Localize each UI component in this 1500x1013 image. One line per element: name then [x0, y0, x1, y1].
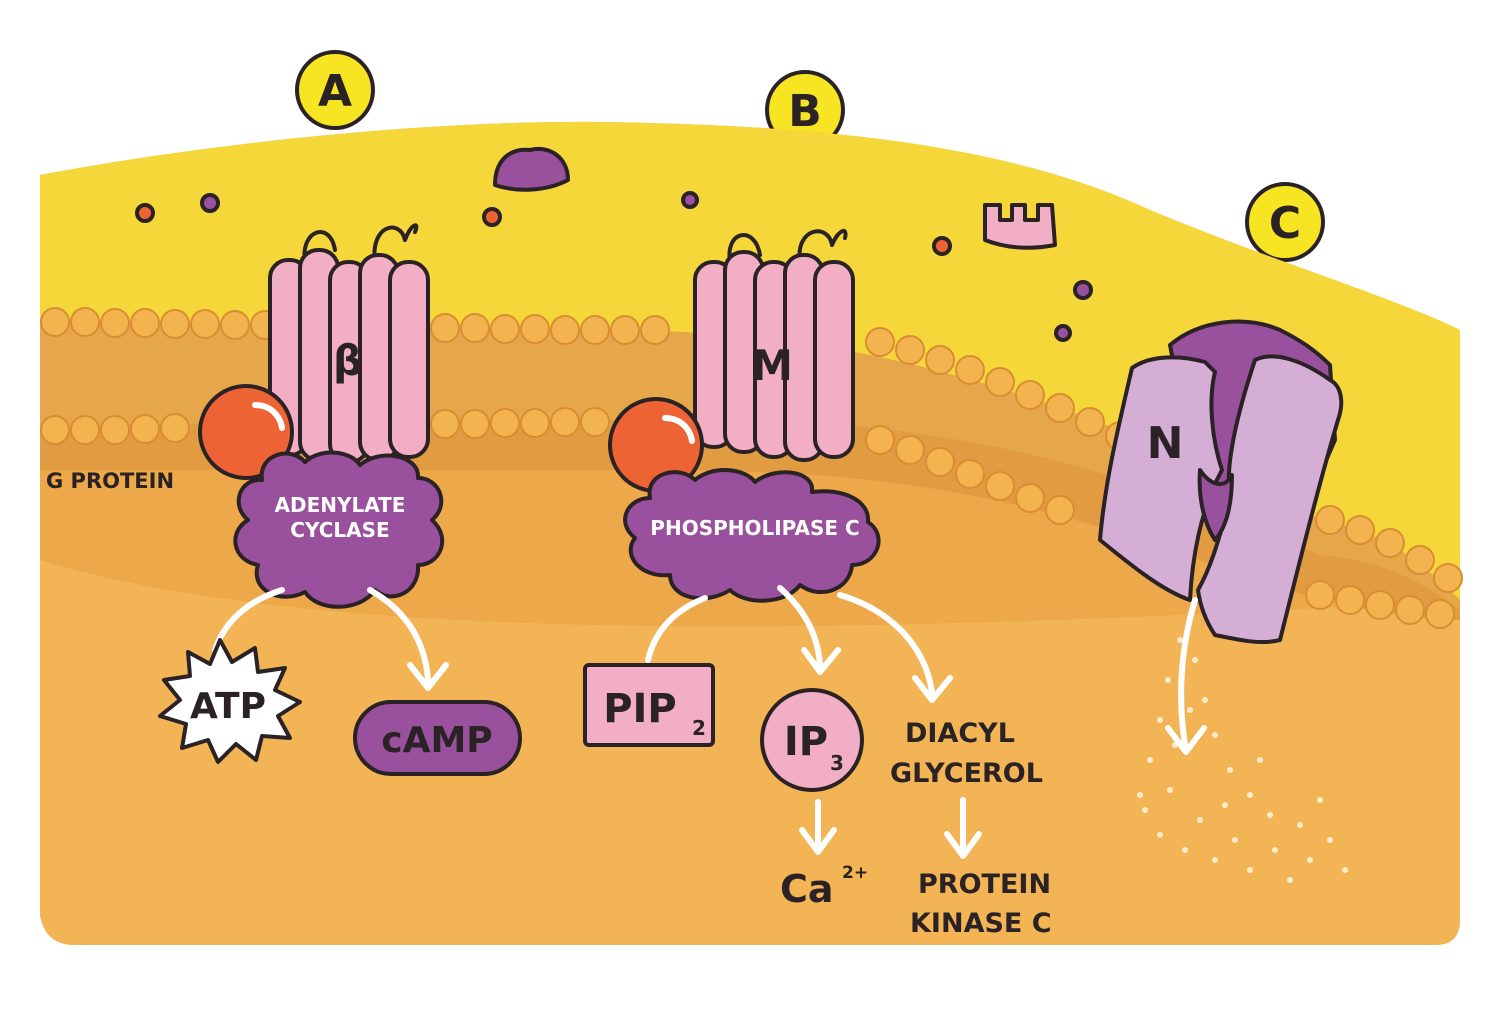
muscarinic-receptor: M — [693, 228, 855, 462]
ion-particles — [1137, 637, 1348, 883]
surface-protein-pink — [983, 203, 1057, 250]
atp-label: ATP — [190, 686, 266, 727]
panel-letter-a: A — [318, 66, 352, 117]
pip2-subscript: 2 — [692, 716, 706, 740]
adenylate-cyclase-label-2: CYCLASE — [290, 518, 389, 542]
adenylate-cyclase-label-1: ADENYLATE — [275, 493, 406, 517]
pkc-label-2: KINASE C — [910, 908, 1052, 939]
outer-membrane-layer — [40, 121, 1460, 600]
panel-badge-a: A — [295, 50, 375, 130]
ip3-subscript: 3 — [830, 751, 844, 775]
g-protein-a-highlight — [252, 402, 285, 431]
nicotinic-channel: N — [1098, 319, 1344, 645]
ion-flow-arrow — [1165, 597, 1207, 755]
panel-letter-b: B — [788, 86, 822, 137]
lipid-heads-lower — [40, 407, 1455, 629]
panel-letter-c: C — [1269, 198, 1301, 249]
g-protein-label: G PROTEIN — [46, 469, 174, 493]
g-protein-b-highlight — [662, 415, 695, 444]
ip3-label: IP — [784, 719, 828, 765]
cytoplasm-lower — [40, 560, 1460, 945]
atp-burst — [158, 638, 302, 764]
camp-label: cAMP — [381, 720, 492, 761]
n-symbol: N — [1147, 418, 1184, 469]
m-symbol: M — [751, 341, 793, 390]
camp-pill — [353, 700, 522, 776]
pip2-label: PIP — [603, 686, 677, 732]
phospholipase-c-label: PHOSPHOLIPASE C — [650, 516, 859, 540]
surface-protein-purple — [493, 146, 570, 192]
panel-badge-b: B — [765, 70, 845, 150]
arrows-panel-b-lower — [799, 797, 982, 859]
adenylate-cyclase — [233, 450, 445, 609]
beta-symbol: β — [333, 336, 363, 385]
pkc-label-1: PROTEIN — [918, 869, 1051, 900]
phospholipase-c — [623, 468, 881, 603]
panel-badge-c: C — [1245, 182, 1325, 262]
extracellular-molecules — [135, 191, 1093, 342]
beta-receptor: β — [268, 223, 430, 464]
arrows-panel-b — [645, 585, 953, 703]
dag-label-1: DIACYL — [905, 718, 1015, 749]
dag-label-2: GLYCEROL — [890, 758, 1043, 789]
lipid-heads-upper — [40, 307, 1463, 593]
ip3-circle — [760, 688, 864, 792]
pip2-box — [583, 663, 715, 747]
calcium-label: Ca — [780, 867, 834, 911]
calcium-superscript: 2+ — [842, 863, 868, 883]
